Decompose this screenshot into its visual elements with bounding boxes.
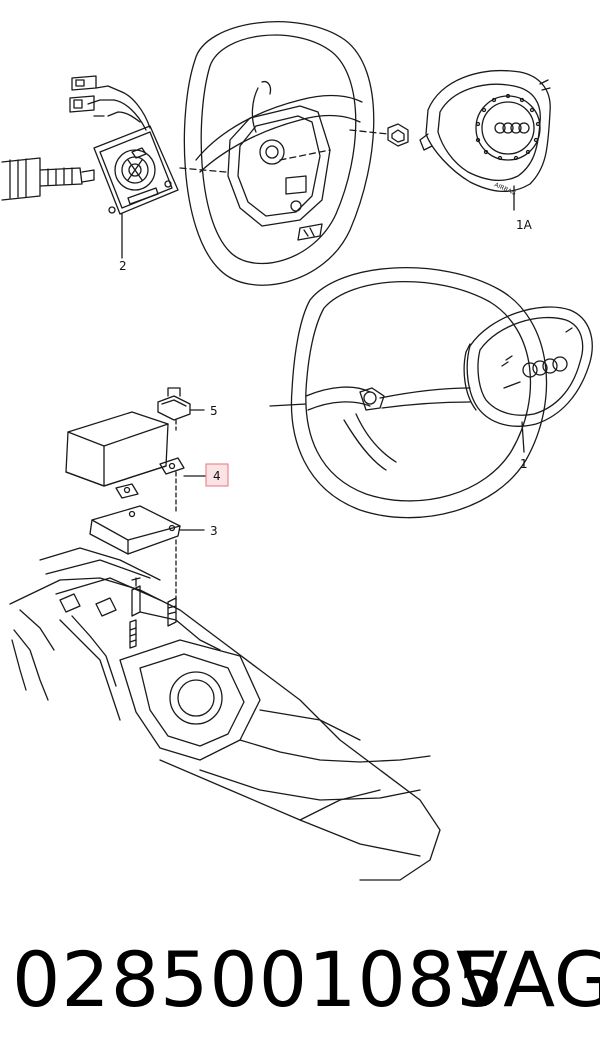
steering-wheel-lower (269, 267, 548, 519)
brand-name: VAG (456, 935, 600, 1024)
part-caption: 0285001085 VAG (0, 930, 600, 1050)
center-console (9, 547, 441, 881)
callout-4: 4 (213, 469, 221, 483)
callout-1a: 1A (516, 218, 533, 232)
leader-lines (179, 409, 207, 531)
part-number: 0285001085 (12, 935, 506, 1024)
airbag-unit-1 (463, 306, 593, 453)
clock-spring-assembly (1, 75, 179, 259)
airbag-label-1a: AIRBAG (493, 181, 517, 197)
callout-4-highlight (205, 463, 229, 487)
airbag-unit-1a: AIRBAG (419, 70, 551, 211)
callout-2: 2 (119, 259, 127, 273)
steering-wheel-upper (179, 21, 375, 286)
callout-3: 3 (210, 524, 218, 538)
airbag-control-module (65, 411, 185, 499)
callout-1: 1 (520, 457, 528, 471)
hex-nut-upper (349, 123, 409, 147)
mounting-plate-part-3 (89, 505, 181, 555)
parts-diagram: AIRBAG (1, 21, 593, 881)
callout-5: 5 (210, 404, 218, 418)
nut-part-5 (157, 387, 191, 601)
